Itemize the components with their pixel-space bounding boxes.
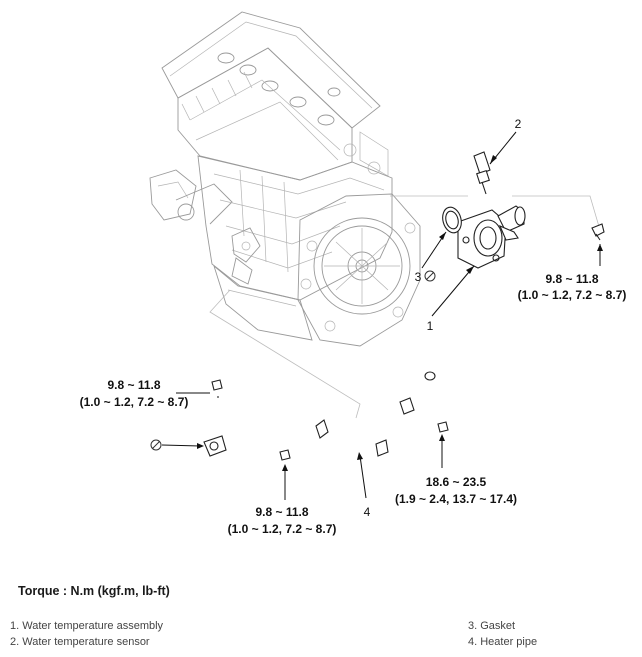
- callout-pipe: 4: [364, 505, 371, 519]
- heater-pipe: [203, 371, 436, 457]
- callout-gasket: 3: [415, 270, 422, 284]
- torque-pipe-right-line2: (1.9 ~ 2.4, 13.7 ~ 17.4): [395, 492, 517, 506]
- torque-pipe-left-line2: (1.0 ~ 1.2, 7.2 ~ 8.7): [80, 395, 189, 409]
- water-temperature-assembly: [457, 205, 526, 269]
- guide-lines: [209, 195, 601, 419]
- water-temperature-sensor: [473, 151, 491, 195]
- torque-pipe-right-line1: 18.6 ~ 23.5: [426, 475, 487, 489]
- legend-right: 3. Gasket 4. Heater pipe: [468, 618, 537, 650]
- legend-left: 1. Water temperature assembly 2. Water t…: [10, 618, 163, 650]
- legend-item: 1. Water temperature assembly: [10, 620, 164, 632]
- torque-pipe-bottom-line2: (1.0 ~ 1.2, 7.2 ~ 8.7): [228, 522, 337, 536]
- torque-pipe-bottom-line1: 9.8 ~ 11.8: [255, 505, 308, 519]
- torque-pipe-left-line1: 9.8 ~ 11.8: [107, 378, 160, 392]
- legend-item: 2. Water temperature sensor: [10, 636, 150, 648]
- engine-diagram: 1 2 3 4 9.8 ~ 11.8 (1.0 ~ 1.2, 7.2 ~ 8.7…: [80, 11, 627, 536]
- torque-sensor-bolt-line2: (1.0 ~ 1.2, 7.2 ~ 8.7): [518, 288, 627, 302]
- legend-item: 3. Gasket: [468, 620, 516, 632]
- callout-sensor: 2: [515, 117, 522, 131]
- legend-item: 4. Heater pipe: [468, 636, 538, 648]
- gasket-symbol-upper: [424, 270, 436, 282]
- torque-unit-title: Torque : N.m (kgf.m, lb-ft): [18, 584, 170, 598]
- callout-assembly: 1: [427, 319, 434, 333]
- assembly-bolt: [591, 223, 605, 241]
- gasket: [442, 206, 462, 234]
- torque-sensor-bolt-line1: 9.8 ~ 11.8: [545, 272, 598, 286]
- gasket-symbol-lower: [150, 439, 162, 451]
- leader-lines: [161, 131, 603, 500]
- engine-block: [149, 11, 421, 347]
- pipe-bolts: [211, 379, 449, 461]
